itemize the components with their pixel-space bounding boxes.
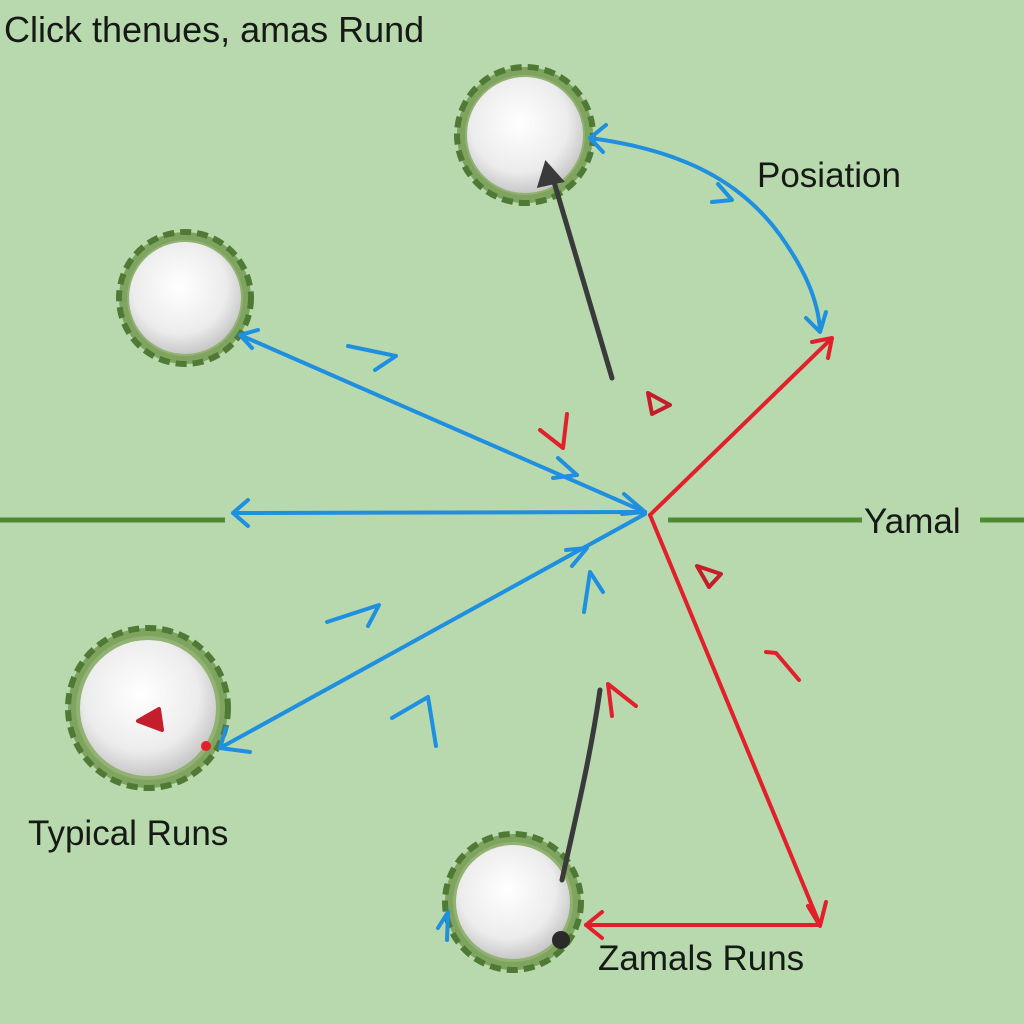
chevron-right-icon xyxy=(346,344,398,372)
blue-runs xyxy=(218,123,828,942)
label-typical-runs: Typical Runs xyxy=(28,814,228,853)
node-face xyxy=(129,242,241,354)
node-top xyxy=(454,64,596,206)
triangle-marker-icon xyxy=(136,707,164,732)
chevron-up-icon xyxy=(436,910,450,942)
node-bottom-left xyxy=(65,625,231,791)
arrow-head-icon xyxy=(564,546,589,568)
node-bottom xyxy=(442,831,584,973)
blue-run-bottom-left xyxy=(218,512,647,750)
chevron-up-icon xyxy=(606,682,638,718)
blue-run-midfield xyxy=(231,510,647,515)
chevron-right-icon xyxy=(325,603,381,628)
arrow-head-icon xyxy=(810,336,834,360)
red-run-up xyxy=(648,338,832,517)
red-dot-icon xyxy=(201,741,211,751)
arrow-head-icon xyxy=(551,456,579,480)
chevron-down-icon xyxy=(538,412,569,450)
dark-dot-icon xyxy=(552,931,570,949)
arrow-head-icon xyxy=(588,123,608,154)
blue-run-left-node xyxy=(238,333,647,514)
triangle-markers xyxy=(136,391,723,732)
arrow-head-icon xyxy=(218,726,252,754)
arrow-head-icon xyxy=(804,310,828,334)
red-runs xyxy=(201,336,834,940)
dark-arrow-bottom xyxy=(559,687,603,883)
node-left xyxy=(116,229,254,367)
arrow-head-icon xyxy=(231,498,250,528)
triangle-marker-icon xyxy=(646,391,672,416)
node-face xyxy=(456,845,570,959)
label-posiation: Posiation xyxy=(757,156,901,195)
label-zamals-runs: Zamals Runs xyxy=(598,939,804,978)
page-title: Click thenues, amas Rund xyxy=(4,9,424,50)
arrow-head-icon xyxy=(710,182,734,204)
dark-run-arrows xyxy=(536,160,615,949)
blue-run-arc xyxy=(588,136,822,332)
label-yamal: Yamal xyxy=(864,502,961,541)
dark-arrow-top xyxy=(549,172,615,381)
triangle-marker-icon xyxy=(695,564,723,589)
node-face xyxy=(467,77,583,193)
arrow-head-icon xyxy=(238,328,260,350)
arrow-head-icon xyxy=(536,160,565,189)
arrow-head-icon xyxy=(620,492,647,516)
red-run-down xyxy=(648,513,822,927)
chevron-up-icon xyxy=(390,695,438,748)
chevron-up-icon xyxy=(582,570,605,614)
chevron-up-icon xyxy=(764,650,801,682)
node-face xyxy=(80,640,216,776)
arrow-head-icon xyxy=(584,910,604,940)
